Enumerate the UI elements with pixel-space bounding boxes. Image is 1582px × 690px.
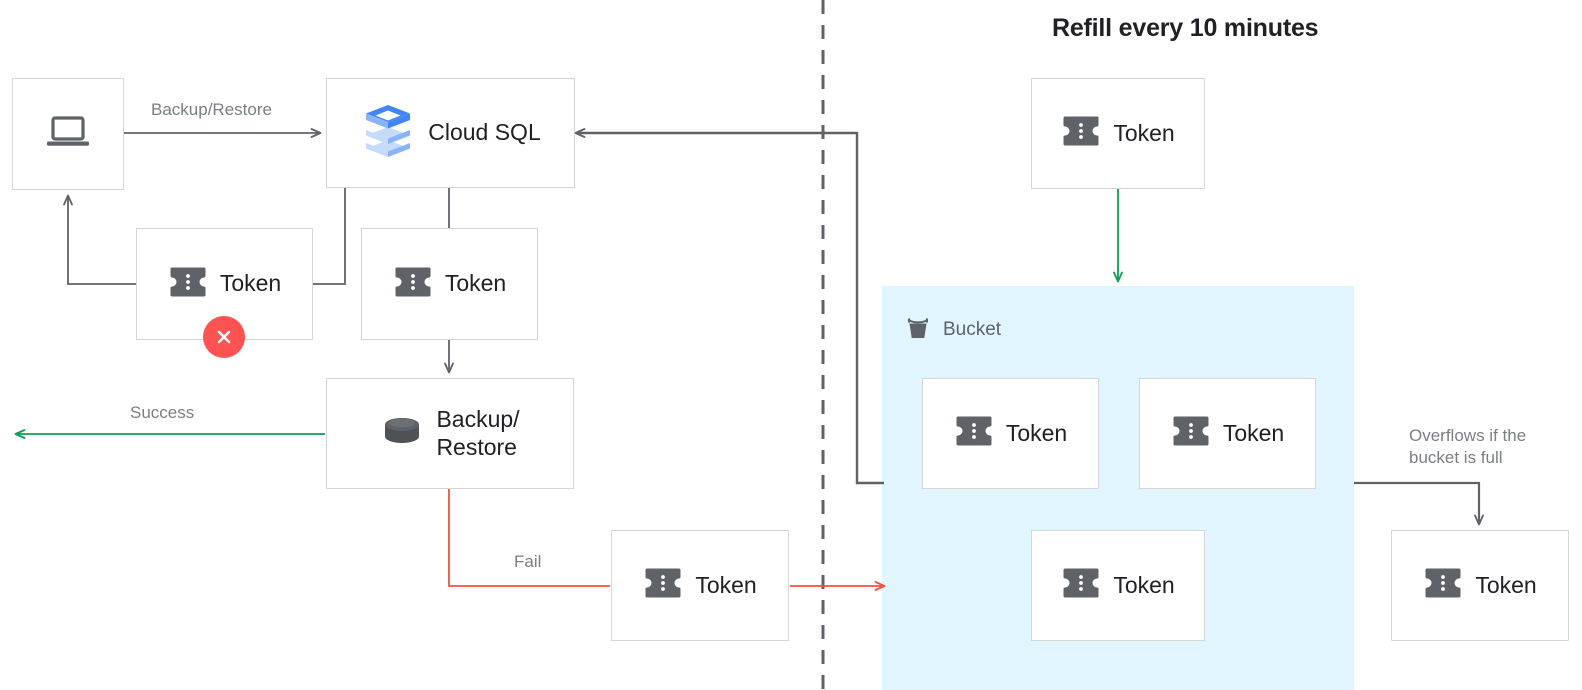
- node-label: Backup/ Restore: [436, 406, 520, 460]
- node-client[interactable]: [12, 78, 124, 190]
- node-token-bucket-3[interactable]: Token: [1031, 530, 1205, 641]
- node-token-refill[interactable]: Token: [1031, 78, 1205, 189]
- node-label: Token: [695, 571, 757, 598]
- node-token-bucket-2[interactable]: Token: [1139, 378, 1316, 489]
- edge-label-success: Success: [130, 403, 195, 422]
- close-icon: [217, 330, 231, 344]
- node-cloud-sql[interactable]: Cloud SQL: [326, 78, 575, 188]
- database-icon: [380, 411, 424, 456]
- node-label: Token: [1005, 419, 1068, 446]
- node-label: Token: [1475, 571, 1537, 598]
- edge-overflow: [1354, 481, 1484, 526]
- token-icon: [168, 264, 208, 305]
- bucket-caption: Bucket: [903, 312, 1001, 347]
- node-token-consumed[interactable]: Token: [361, 228, 538, 340]
- node-backup-restore[interactable]: Backup/ Restore: [326, 378, 574, 489]
- laptop-icon: [45, 114, 91, 155]
- edge-bucket-to-cloudsql: [574, 128, 884, 485]
- bucket-caption-label: Bucket: [943, 318, 1002, 340]
- token-icon: [1423, 565, 1463, 606]
- edge-token-failed-to-client: [63, 194, 136, 285]
- node-token-fail-return[interactable]: Token: [611, 530, 789, 641]
- token-icon: [643, 565, 683, 606]
- token-icon: [1171, 413, 1211, 454]
- node-label: Token: [219, 270, 282, 297]
- node-token-overflow[interactable]: Token: [1391, 530, 1569, 641]
- edge-label-fail: Fail: [514, 552, 542, 571]
- node-label: Cloud SQL: [428, 119, 541, 146]
- edge-cloudsql-to-token-failed: [313, 188, 346, 285]
- error-x-badge: [203, 316, 245, 358]
- node-label: Token: [1113, 571, 1175, 598]
- edge-label-backup-restore: Backup/Restore: [151, 100, 272, 119]
- token-icon: [954, 413, 994, 454]
- cloud-sql-icon: [360, 100, 416, 167]
- node-label: Token: [1113, 119, 1175, 146]
- node-token-bucket-1[interactable]: Token: [922, 378, 1099, 489]
- page-title: Refill every 10 minutes: [1052, 14, 1319, 42]
- node-label: Token: [444, 270, 507, 297]
- edge-label-overflow: Overflows if the bucket is full: [1409, 426, 1527, 467]
- token-icon: [393, 264, 433, 305]
- node-label: Token: [1222, 419, 1285, 446]
- token-icon: [1061, 565, 1101, 606]
- token-icon: [1061, 113, 1101, 154]
- bucket-icon: [903, 312, 933, 347]
